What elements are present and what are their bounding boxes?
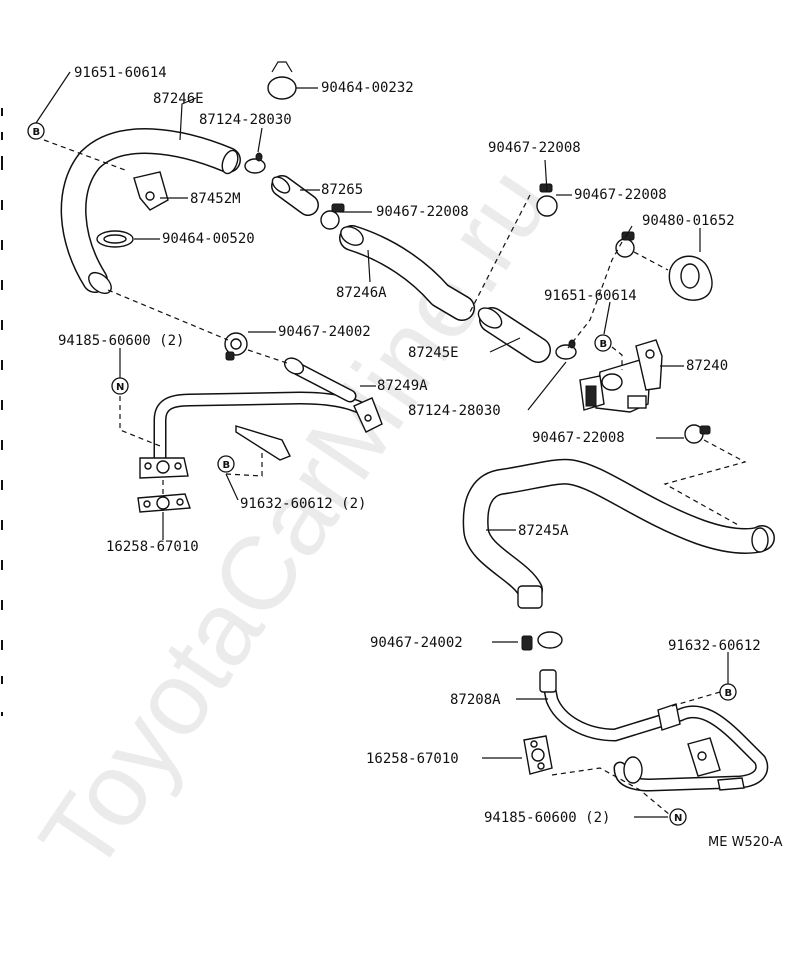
bolt-symbol-4: B (719, 683, 737, 701)
label-90467-24002-a[interactable]: 90467-24002 (278, 324, 371, 340)
label-91651-60614-b[interactable]: 91651-60614 (544, 288, 637, 304)
clamp-90467-22008-d[interactable] (684, 424, 711, 444)
svg-text:B: B (600, 339, 608, 350)
clamp-90464-00520[interactable] (96, 230, 134, 248)
label-90464-00232[interactable]: 90464-00232 (321, 80, 414, 96)
bolt-symbol-1: B (27, 122, 45, 140)
assembly-lines (43, 139, 747, 816)
label-90464-00520[interactable]: 90464-00520 (162, 231, 255, 247)
label-87124-28030-a[interactable]: 87124-28030 (199, 112, 292, 128)
svg-text:N: N (116, 382, 124, 393)
grommet-90480-01652[interactable] (668, 255, 713, 301)
label-90467-22008-b[interactable]: 90467-22008 (488, 140, 581, 156)
nut-symbol-2: N (669, 808, 687, 826)
label-87240[interactable]: 87240 (686, 358, 728, 374)
svg-text:B: B (33, 127, 41, 138)
watermark: ToyotaCarMine.ru (18, 148, 573, 893)
part-labels: 91651-60614 87246E 90464-00232 87124-280… (58, 65, 761, 826)
clamp-87124-28030-upper[interactable] (244, 152, 266, 174)
label-91632-60612-a[interactable]: 91632-60612 (2) (240, 496, 366, 512)
svg-text:N: N (674, 813, 682, 824)
leader-lines (35, 71, 729, 818)
clamp-87452M[interactable] (133, 171, 169, 211)
clamp-90467-24002-b[interactable] (521, 631, 563, 651)
hose-87246E[interactable] (60, 128, 241, 297)
hose-87246A[interactable] (338, 223, 475, 321)
gasket-16258-67010-b[interactable] (523, 735, 553, 775)
label-87246E[interactable]: 87246E (153, 91, 204, 107)
clamp-90464-00232[interactable] (267, 61, 297, 100)
label-91651-60614-a[interactable]: 91651-60614 (74, 65, 167, 81)
hose-87245A[interactable] (462, 458, 775, 609)
bolt-symbol-2: B (594, 334, 612, 352)
pipe-87208A[interactable] (539, 669, 769, 792)
bolt-symbol-3: B (217, 455, 235, 473)
clamp-90467-24002-a[interactable] (224, 332, 248, 361)
label-91632-60612-b[interactable]: 91632-60612 (668, 638, 761, 654)
label-87452M[interactable]: 87452M (190, 191, 241, 207)
label-90480-01652[interactable]: 90480-01652 (642, 213, 735, 229)
label-87265[interactable]: 87265 (321, 182, 363, 198)
label-16258-67010-b[interactable]: 16258-67010 (366, 751, 459, 767)
label-87208A[interactable]: 87208A (450, 692, 501, 708)
label-94185-60600-b[interactable]: 94185-60600 (2) (484, 810, 610, 826)
hose-87245E[interactable] (475, 304, 551, 363)
label-90467-22008-d[interactable]: 90467-22008 (532, 430, 625, 446)
label-87246A[interactable]: 87246A (336, 285, 387, 301)
pipe-87249A[interactable] (139, 355, 383, 479)
valve-87240[interactable] (579, 339, 663, 413)
svg-text:B: B (725, 688, 733, 699)
label-87245E[interactable]: 87245E (408, 345, 459, 361)
label-87124-28030-b[interactable]: 87124-28030 (408, 403, 501, 419)
clamp-87124-28030-lower[interactable] (555, 339, 577, 360)
connector-87265[interactable] (269, 174, 319, 216)
label-94185-60600-a[interactable]: 94185-60600 (2) (58, 333, 184, 349)
nut-symbol-1: N (111, 377, 129, 395)
label-90467-24002-b[interactable]: 90467-24002 (370, 635, 463, 651)
label-16258-67010-a[interactable]: 16258-67010 (106, 539, 199, 555)
label-90467-22008-a[interactable]: 90467-22008 (376, 204, 469, 220)
svg-text:B: B (223, 460, 231, 471)
clamp-90467-22008-c[interactable] (615, 231, 635, 258)
clamp-90467-22008-b[interactable] (536, 183, 558, 217)
gasket-16258-67010-a[interactable] (137, 493, 191, 513)
diagram-code: ME W520-A (708, 835, 783, 850)
label-87249A[interactable]: 87249A (377, 378, 428, 394)
label-90467-22008-c[interactable]: 90467-22008 (574, 187, 667, 203)
label-87245A[interactable]: 87245A (518, 523, 569, 539)
clamp-90467-22008-a[interactable] (320, 203, 345, 230)
